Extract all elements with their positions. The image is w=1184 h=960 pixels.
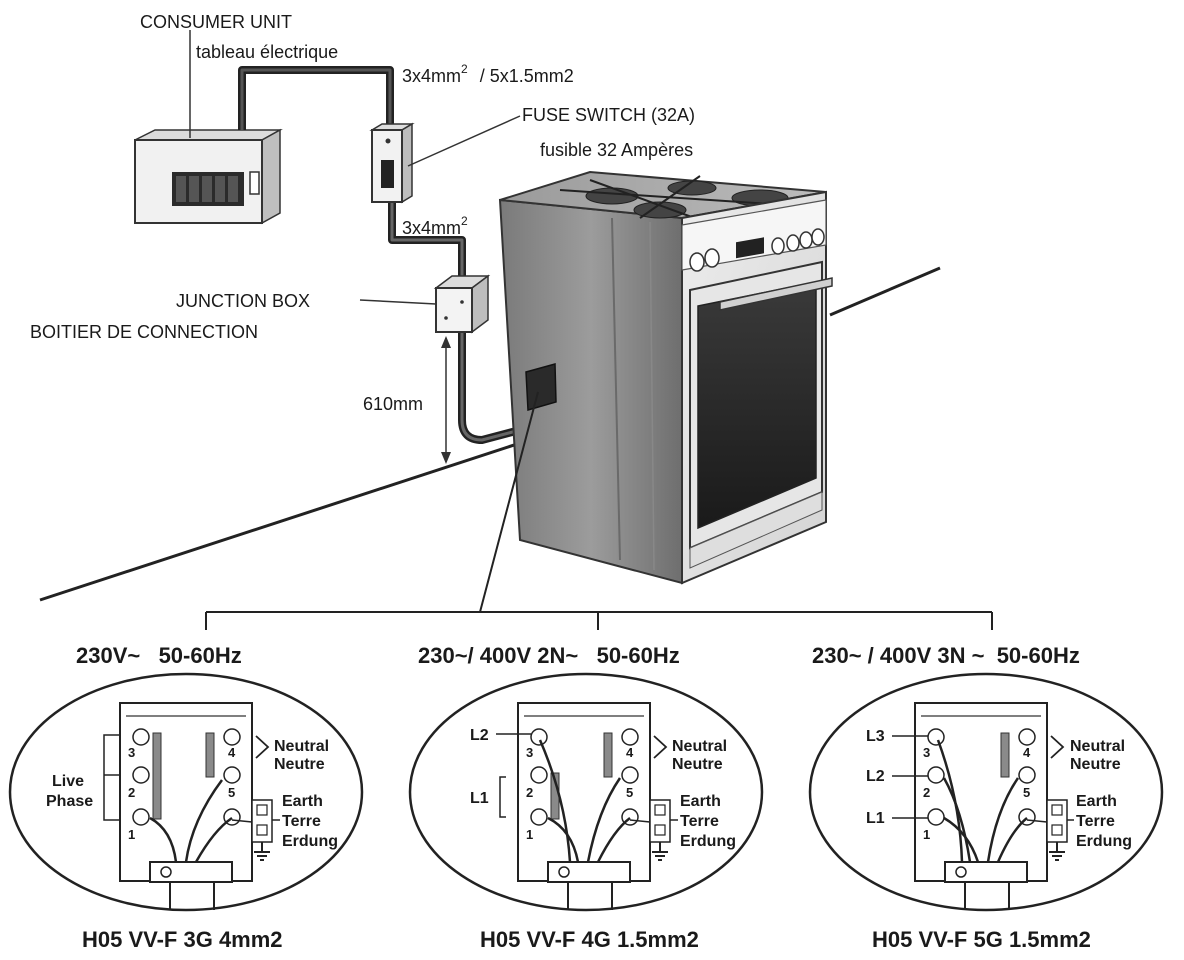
terminal-num: 2 <box>128 785 135 800</box>
terminal-num: 2 <box>526 785 533 800</box>
terminal-num: 5 <box>1023 785 1030 800</box>
earth-icon <box>254 842 270 861</box>
bridge-neutral <box>603 732 613 778</box>
earth-icon <box>652 842 668 861</box>
supply-label-3: 230~ / 400V 3N ~ 50-60Hz <box>812 643 1080 668</box>
terminal-num: 1 <box>923 827 930 842</box>
erdung-label: Erdung <box>1076 833 1132 850</box>
cable-mid-label: 3x4mm2 <box>402 214 468 238</box>
plate-leader <box>479 391 539 613</box>
config-single-phase: 3 2 1 4 5 Live Phase Neutral Neutre Eart… <box>8 672 364 912</box>
earth-label: Earth <box>282 793 323 810</box>
supply-label-2: 230~/ 400V 2N~ 50-60Hz <box>418 643 680 668</box>
wires <box>936 739 1028 863</box>
junction-box-title: JUNCTION BOX <box>176 291 310 311</box>
neutral-label: Neutral <box>672 738 727 755</box>
consumer-unit-subtitle: tableau électrique <box>196 42 338 62</box>
terminal-num: 3 <box>923 745 930 760</box>
cable-spec-2: H05 VV-F 4G 1.5mm2 <box>480 927 699 952</box>
bridge-live <box>152 732 162 820</box>
l1-label: L1 <box>470 790 489 807</box>
floor-line-right <box>829 266 941 317</box>
terminal-num: 4 <box>1023 745 1031 760</box>
l2-label: L2 <box>866 768 885 785</box>
terminal-screws <box>132 728 241 826</box>
terre-label: Terre <box>282 813 321 830</box>
erdung-label: Erdung <box>282 833 338 850</box>
wires <box>538 739 631 863</box>
terminal-screws <box>927 728 1036 826</box>
consumer-unit <box>134 128 283 225</box>
bridge-neutral <box>205 732 215 778</box>
terminal-num: 2 <box>923 785 930 800</box>
cable-spec-1: H05 VV-F 3G 4mm2 <box>82 927 283 952</box>
supply-cable-inner <box>240 68 392 130</box>
config-three-phase: 3 2 1 4 5 L3 L2 L1 Neutral Neutre Earth … <box>808 672 1164 912</box>
terminal-screws <box>530 728 639 826</box>
cooker <box>498 170 833 585</box>
supply-label-1: 230V~ 50-60Hz <box>76 643 242 668</box>
fuse-switch-leader <box>407 115 521 167</box>
wires <box>149 779 233 863</box>
earth-icon <box>1049 842 1065 861</box>
oven-cable-inner <box>460 330 521 442</box>
control-knobs <box>689 228 825 272</box>
l3-label: L3 <box>866 728 885 745</box>
cable-top-label: 3x4mm2/ 5x1.5mm2 <box>402 62 574 86</box>
terminal-num: 1 <box>128 827 135 842</box>
terminal-num: 4 <box>626 745 634 760</box>
junction-box-leader <box>359 299 437 305</box>
terminal-num: 4 <box>228 745 236 760</box>
supply-cable <box>238 66 394 130</box>
terminal-num: 5 <box>626 785 633 800</box>
terminal-num: 5 <box>228 785 235 800</box>
config-bracket <box>205 611 993 630</box>
junction-box <box>433 274 491 334</box>
terre-label: Terre <box>1076 813 1115 830</box>
neutre-label: Neutre <box>274 756 325 773</box>
earth-label: Earth <box>1076 793 1117 810</box>
fuse-switch-subtitle: fusible 32 Ampères <box>540 140 693 160</box>
bridge-neutral <box>1000 732 1010 778</box>
terminal-num: 1 <box>526 827 533 842</box>
burner <box>585 187 639 205</box>
l2-label: L2 <box>470 727 489 744</box>
l1-label: L1 <box>866 810 885 827</box>
terminal-num: 3 <box>526 745 533 760</box>
terre-label: Terre <box>680 813 719 830</box>
erdung-label: Erdung <box>680 833 736 850</box>
neutral-label: Neutral <box>274 738 329 755</box>
earth-label: Earth <box>680 793 721 810</box>
consumer-unit-title: CONSUMER UNIT <box>140 12 292 32</box>
fuse-switch-title: FUSE SWITCH (32A) <box>522 105 695 125</box>
terminal-num: 3 <box>128 745 135 760</box>
junction-box-subtitle: BOITIER DE CONNECTION <box>30 322 258 342</box>
height-dimension <box>441 336 451 464</box>
height-label: 610mm <box>363 394 423 414</box>
live-label: Live <box>52 773 84 790</box>
neutre-label: Neutre <box>672 756 723 773</box>
neutre-label: Neutre <box>1070 756 1121 773</box>
phase-label: Phase <box>46 793 93 810</box>
cable-spec-3: H05 VV-F 5G 1.5mm2 <box>872 927 1091 952</box>
config-two-phase: 3 2 1 4 5 L2 L1 Neutral Neutre Earth Ter… <box>408 672 764 912</box>
floor-line-left <box>39 428 561 602</box>
fuse-switch <box>369 122 415 204</box>
fuse-cable-inner <box>390 200 464 278</box>
neutral-label: Neutral <box>1070 738 1125 755</box>
